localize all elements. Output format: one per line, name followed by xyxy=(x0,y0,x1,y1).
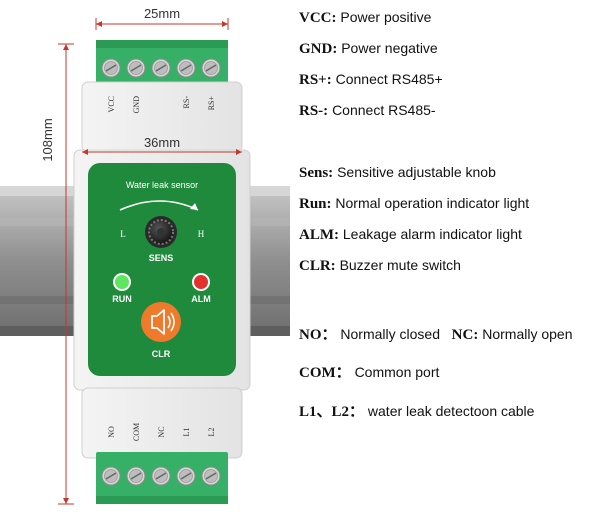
terminal-label-bottom-1: COM xyxy=(132,423,141,441)
terminal-screw-icon xyxy=(151,466,171,486)
knob-label: SENS xyxy=(149,253,174,263)
speaker-mute-icon xyxy=(151,309,175,335)
terminal-label-top-3: RS- xyxy=(182,96,191,109)
legend-row-com: COM： Common port xyxy=(299,364,440,381)
terminal-label-top-1: GND xyxy=(132,96,141,114)
terminal-screw-icon xyxy=(176,58,196,78)
clr-label: CLR xyxy=(152,349,171,359)
run-label: RUN xyxy=(112,294,132,304)
terminal-screw-icon xyxy=(201,466,221,486)
knob-left-label: L xyxy=(120,229,126,239)
rotate-arrow-icon xyxy=(119,200,199,211)
terminal-label-bottom-4: L2 xyxy=(207,428,216,437)
terminal-screw-icon xyxy=(126,466,146,486)
legend-row-no-nc: NO： Normally closed NC: Normally open xyxy=(299,326,573,343)
terminal-legend: VCC: Power positive GND: Power negative … xyxy=(299,0,599,517)
terminal-screw-icon xyxy=(151,58,171,78)
height-label: 108mm xyxy=(40,118,55,161)
terminal-label-top-4: RS+ xyxy=(207,96,216,111)
terminal-label-top-0: VCC xyxy=(107,96,116,112)
knob-right-label: H xyxy=(198,229,205,239)
dimension-top-width: 25mm xyxy=(95,6,229,30)
legend-row-vcc: VCC: Power positive xyxy=(299,9,432,26)
bottom-terminal-labels: NO COM NC L1 L2 xyxy=(107,423,216,441)
terminal-label-bottom-0: NO xyxy=(107,426,116,438)
terminal-label-bottom-2: NC xyxy=(157,426,166,437)
legend-row-alm: ALM: Leakage alarm indicator light xyxy=(299,226,522,243)
legend-row-sens: Sens: Sensitive adjustable knob xyxy=(299,164,496,181)
legend-row-gnd: GND: Power negative xyxy=(299,40,438,57)
clr-button[interactable] xyxy=(141,302,181,342)
terminal-screw-icon xyxy=(101,466,121,486)
legend-row-run: Run: Normal operation indicator light xyxy=(299,195,530,212)
dimension-panel-width: 36mm xyxy=(82,135,242,155)
dimension-height: 108mm xyxy=(40,43,74,505)
terminal-screw-icon xyxy=(101,58,121,78)
alm-label: ALM xyxy=(191,294,211,304)
panel-title: Water leak sensor xyxy=(126,180,198,190)
legend-row-l1-l2: L1、L2： water leak detectoon cable xyxy=(299,403,535,420)
top-terminal-labels: VCC GND RS- RS+ xyxy=(107,96,216,114)
sensitivity-knob[interactable] xyxy=(145,216,177,248)
legend-row-rs-minus: RS-: Connect RS485- xyxy=(299,102,436,119)
legend-row-rs-plus: RS+: Connect RS485+ xyxy=(299,71,443,88)
terminal-screw-icon xyxy=(176,466,196,486)
panel-width-label: 36mm xyxy=(144,135,180,150)
run-led xyxy=(113,273,131,291)
terminal-screw-icon xyxy=(201,58,221,78)
top-width-label: 25mm xyxy=(144,6,180,21)
legend-row-clr: CLR: Buzzer mute switch xyxy=(299,257,461,274)
front-panel: Water leak sensor L H SENS RUN ALM CLR xyxy=(88,163,236,376)
device-illustration: VCC GND RS- RS+ Water leak sensor L H SENS … xyxy=(0,6,290,505)
alm-led xyxy=(192,273,210,291)
terminal-screw-icon xyxy=(126,58,146,78)
terminal-label-bottom-3: L1 xyxy=(182,428,191,437)
